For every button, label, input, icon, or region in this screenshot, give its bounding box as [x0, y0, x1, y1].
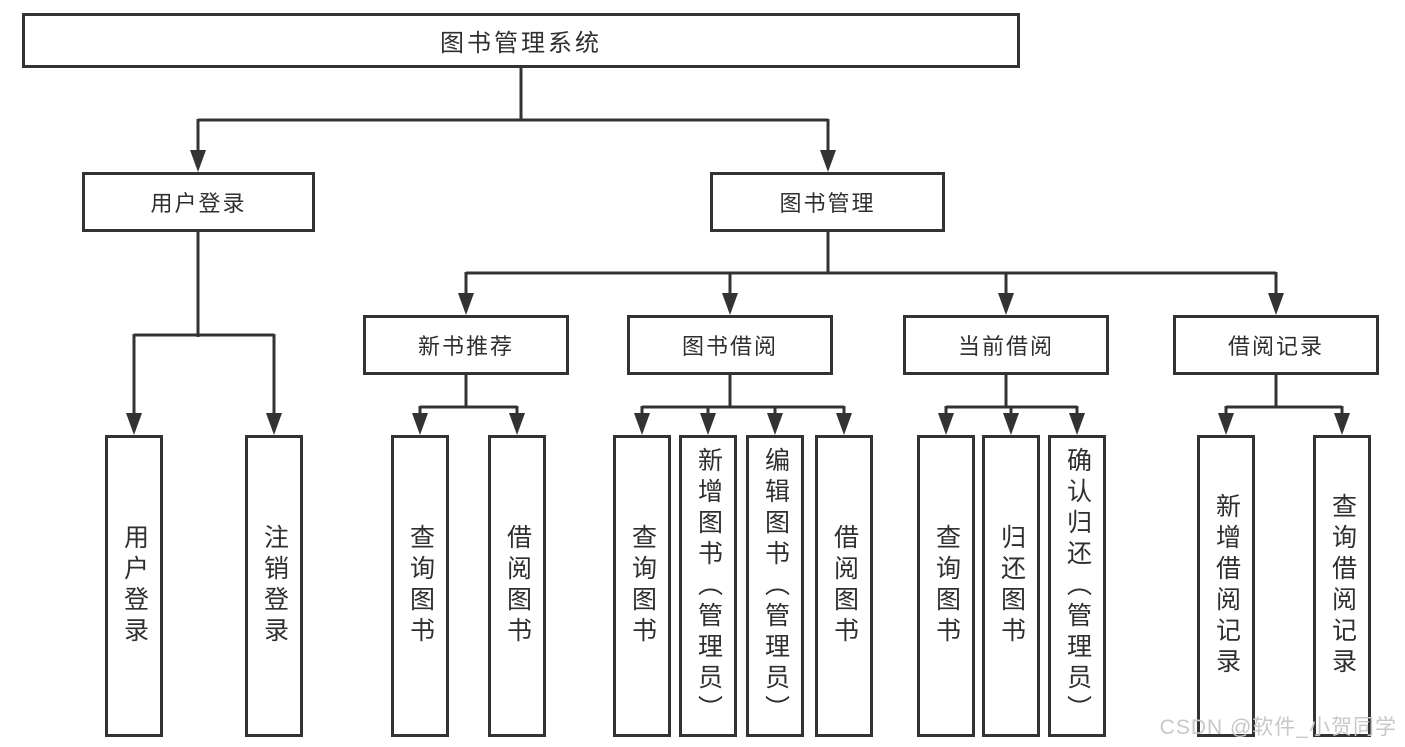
leaf-bb-edit-books-label: 编辑图书（管理员）: [761, 446, 790, 726]
node-book-borrow: 图书借阅: [627, 315, 833, 375]
node-book-borrow-label: 图书借阅: [681, 334, 778, 359]
connector-root-to-level2: [190, 68, 836, 172]
leaf-br-query-record: 查询借阅记录: [1313, 435, 1371, 737]
node-current-borrow: 当前借阅: [903, 315, 1109, 375]
watermark: CSDN @软件_小贺同学: [1159, 716, 1397, 739]
connector-login-to-leaves: [126, 232, 282, 435]
leaf-br-add-record: 新增借阅记录: [1197, 435, 1255, 737]
node-book-mgmt-label: 图书管理: [779, 191, 876, 216]
node-new-books: 新书推荐: [363, 315, 569, 375]
node-new-books-label: 新书推荐: [417, 334, 514, 359]
leaf-nb-borrow-books-label: 借阅图书: [503, 524, 532, 648]
leaf-bb-edit-books: 编辑图书（管理员）: [746, 435, 804, 737]
leaf-user-login-label: 用户登录: [120, 524, 149, 648]
leaf-bb-add-books-label: 新增图书（管理员）: [694, 446, 723, 726]
node-root: 图书管理系统: [22, 13, 1020, 68]
leaf-bb-borrow-books: 借阅图书: [815, 435, 873, 737]
leaf-br-add-record-label: 新增借阅记录: [1212, 493, 1241, 679]
node-login: 用户登录: [82, 172, 315, 232]
node-root-label: 图书管理系统: [440, 30, 602, 57]
connector-newbooks-to-leaves: [412, 375, 525, 435]
leaf-cb-confirm-return: 确认归还（管理员）: [1048, 435, 1106, 737]
node-login-label: 用户登录: [150, 191, 247, 216]
node-borrow-records-label: 借阅记录: [1227, 334, 1324, 359]
connector-records-to-leaves: [1218, 375, 1350, 435]
leaf-cb-return-books-label: 归还图书: [997, 524, 1026, 648]
connector-current-to-leaves: [938, 375, 1085, 435]
node-book-mgmt: 图书管理: [710, 172, 945, 232]
leaf-bb-add-books: 新增图书（管理员）: [679, 435, 737, 737]
leaf-cb-confirm-return-label: 确认归还（管理员）: [1063, 446, 1092, 726]
leaf-logout: 注销登录: [245, 435, 303, 737]
leaf-user-login: 用户登录: [105, 435, 163, 737]
leaf-bb-query-books-label: 查询图书: [628, 524, 657, 648]
connector-bookmgmt-to-modules: [458, 232, 1284, 315]
leaf-cb-query-books-label: 查询图书: [932, 524, 961, 648]
leaf-nb-query-books: 查询图书: [391, 435, 449, 737]
leaf-br-query-record-label: 查询借阅记录: [1328, 493, 1357, 679]
leaf-logout-label: 注销登录: [260, 524, 289, 648]
node-current-borrow-label: 当前借阅: [957, 334, 1054, 359]
connector-borrow-to-leaves: [634, 375, 852, 435]
node-borrow-records: 借阅记录: [1173, 315, 1379, 375]
leaf-bb-query-books: 查询图书: [613, 435, 671, 737]
leaf-bb-borrow-books-label: 借阅图书: [830, 524, 859, 648]
leaf-cb-query-books: 查询图书: [917, 435, 975, 737]
leaf-nb-query-books-label: 查询图书: [406, 524, 435, 648]
leaf-nb-borrow-books: 借阅图书: [488, 435, 546, 737]
leaf-cb-return-books: 归还图书: [982, 435, 1040, 737]
